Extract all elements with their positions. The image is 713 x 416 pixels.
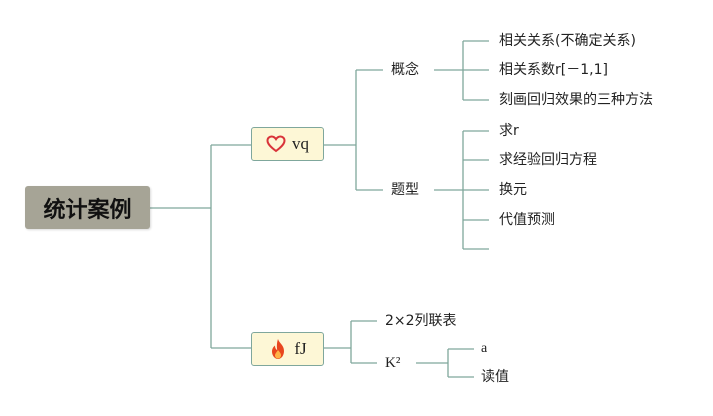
concept-item[interactable]: 相关关系(不确定关系) [499,33,636,49]
flame-icon [268,339,288,359]
branch-node-fj[interactable]: fJ [251,332,324,366]
problem-type-item[interactable]: 求r [499,123,519,139]
problem-type-item[interactable]: 求经验回归方程 [499,152,597,168]
branch-label-vq: vq [292,134,309,153]
problem-types-node[interactable]: 题型 [391,182,419,198]
k2-item[interactable]: a [481,341,488,356]
problem-type-item[interactable]: 代值预测 [499,212,555,228]
concept-item[interactable]: 相关系数r[－1,1] [499,62,608,78]
root-node[interactable]: 统计案例 [25,186,150,229]
concept-node[interactable]: 概念 [391,62,419,78]
k2-node[interactable]: K² [385,355,401,371]
branch-label-fj: fJ [294,339,307,358]
table-node[interactable]: 2×2列联表 [385,313,457,329]
heart-icon [266,134,286,154]
branch-node-vq[interactable]: vq [251,127,324,161]
k2-item[interactable]: 读值 [481,369,509,385]
concept-item[interactable]: 刻画回归效果的三种方法 [499,92,653,108]
root-label: 统计案例 [43,197,132,223]
problem-type-item[interactable]: 换元 [499,182,527,198]
